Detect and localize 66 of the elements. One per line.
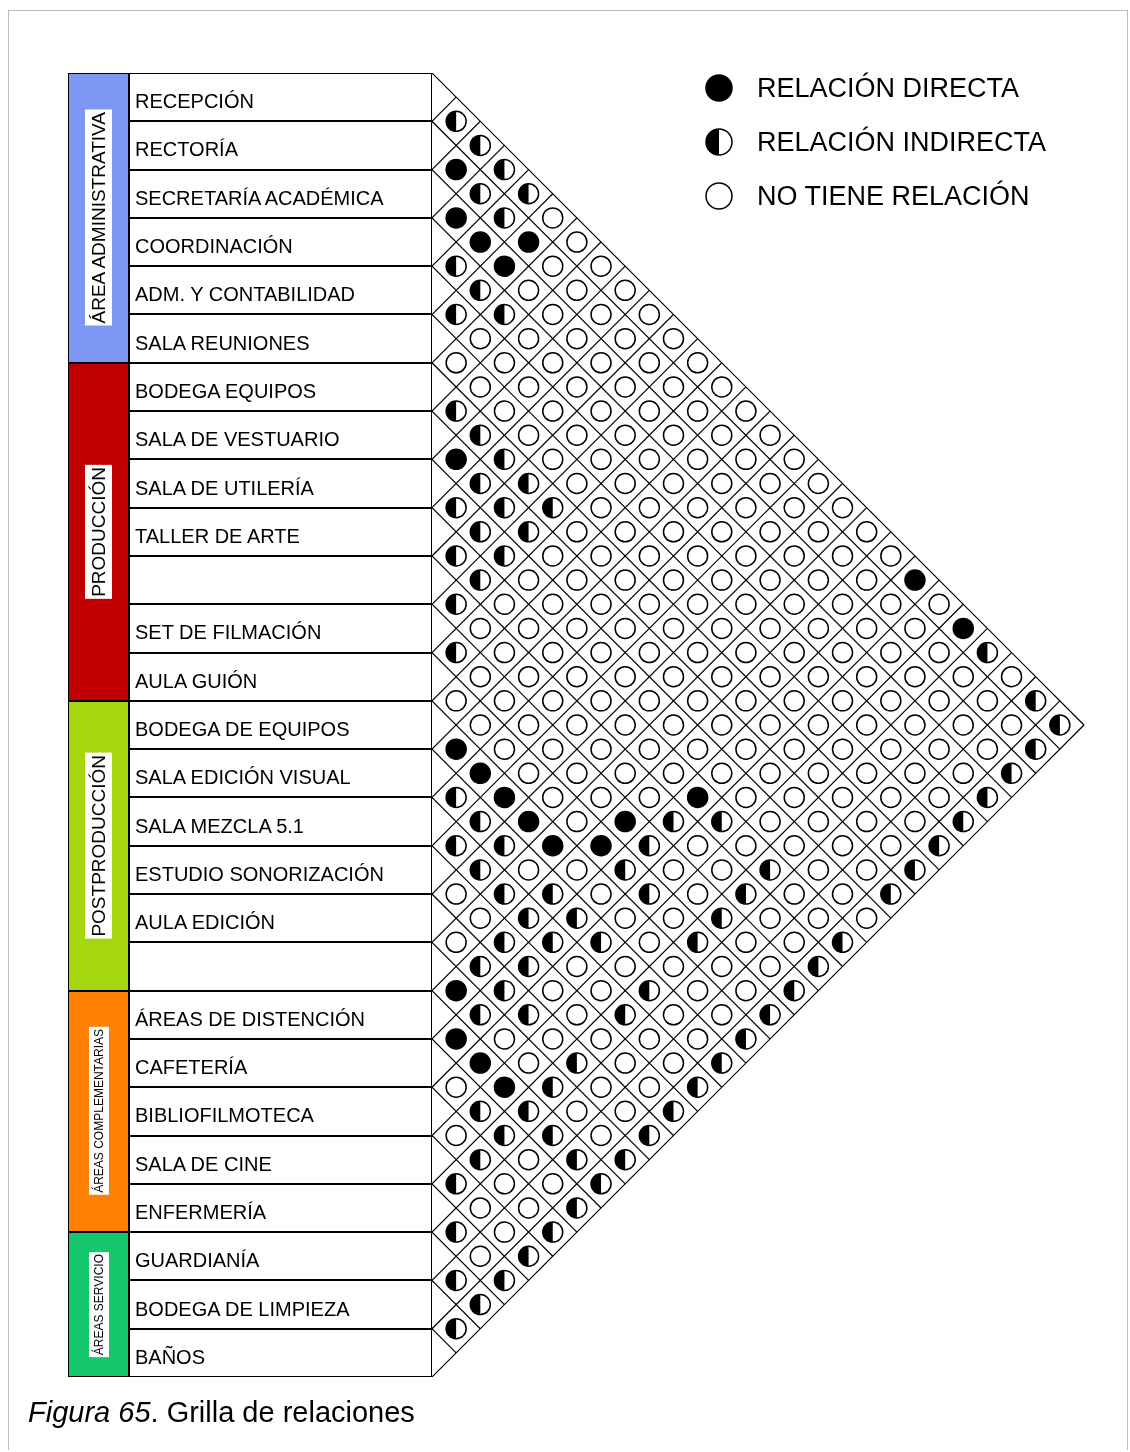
room-label: SALA EDICIÓN VISUAL — [135, 767, 351, 788]
room-row — [129, 555, 432, 605]
room-row — [129, 604, 432, 653]
room-label: SECRETARÍA ACADÉMICA — [135, 187, 384, 208]
room-label: ESTUDIO SONORIZACIÓN — [135, 863, 384, 884]
room-label: SALA REUNIONES — [135, 332, 310, 353]
room-row — [129, 1328, 432, 1377]
room-label: SALA MEZCLA 5.1 — [135, 815, 304, 836]
figure-caption: Figura 65. Grilla de relaciones — [28, 1398, 415, 1427]
room-label: ENFERMERÍA — [135, 1201, 267, 1222]
legend-label: RELACIÓN INDIRECTA — [757, 128, 1047, 156]
room-label: SALA DE UTILERÍA — [135, 477, 314, 498]
room-label: BIBLIOFILMOTECA — [135, 1105, 314, 1126]
room-row — [129, 990, 432, 1039]
room-label: CAFETERÍA — [135, 1057, 248, 1078]
room-label: RECEPCIÓN — [135, 91, 254, 112]
room-label: BODEGA DE LIMPIEZA — [135, 1298, 350, 1319]
band-label: PRODUCCIÓN — [85, 464, 112, 599]
category-band — [68, 700, 129, 991]
room-row — [129, 1135, 432, 1184]
room-row — [129, 266, 432, 315]
category-band — [68, 1232, 129, 1377]
room-label: SALA DE VESTUARIO — [135, 429, 340, 450]
room-label: BODEGA EQUIPOS — [135, 380, 317, 401]
legend-label: NO TIENE RELACIÓN — [757, 182, 1030, 210]
room-row — [129, 314, 432, 363]
category-band — [68, 73, 129, 363]
room-label: BAÑOS — [135, 1346, 206, 1367]
room-row — [129, 121, 432, 170]
room-row — [129, 652, 432, 701]
room-row — [129, 894, 432, 943]
room-label: ÁREAS DE DISTENCIÓN — [135, 1008, 366, 1029]
band-label: ÁREAS SERVICIO — [88, 1251, 109, 1358]
room-label: BODEGA DE EQUIPOS — [135, 719, 350, 739]
room-label: GUARDIANÍA — [135, 1250, 260, 1271]
room-row — [129, 942, 432, 991]
category-band — [68, 990, 129, 1233]
room-row — [129, 797, 432, 846]
room-row — [129, 1183, 432, 1233]
room-row — [129, 411, 432, 460]
room-row — [129, 507, 432, 556]
room-row — [129, 459, 432, 508]
room-row — [129, 749, 432, 798]
room-row — [129, 1038, 432, 1088]
band-label: POSTPRODUCCIÓN — [85, 752, 112, 939]
room-label: COORDINACIÓN — [135, 236, 293, 256]
room-label: ADM. Y CONTABILIDAD — [135, 284, 356, 305]
room-row — [129, 169, 432, 218]
band-label: ÁREAS COMPLEMENTARIAS — [88, 1027, 109, 1196]
room-label: TALLER DE ARTE — [135, 525, 300, 546]
room-row — [129, 845, 432, 894]
legend-label: RELACIÓN DIRECTA — [757, 74, 1020, 102]
category-band — [68, 362, 129, 701]
room-row — [129, 73, 432, 122]
room-row — [129, 1280, 432, 1329]
room-row — [129, 1232, 432, 1281]
room-row — [129, 217, 432, 267]
room-label: AULA GUIÓN — [135, 670, 258, 691]
room-label: SET DE FILMACIÓN — [135, 622, 322, 643]
room-row — [129, 700, 432, 750]
room-label: SALA DE CINE — [135, 1153, 272, 1174]
room-label: AULA EDICIÓN — [135, 912, 276, 933]
room-label: RECTORÍA — [135, 139, 238, 160]
room-row — [129, 362, 432, 412]
room-row — [129, 1087, 432, 1136]
band-label: ÁREA ADMINISTRATIVA — [85, 110, 112, 326]
